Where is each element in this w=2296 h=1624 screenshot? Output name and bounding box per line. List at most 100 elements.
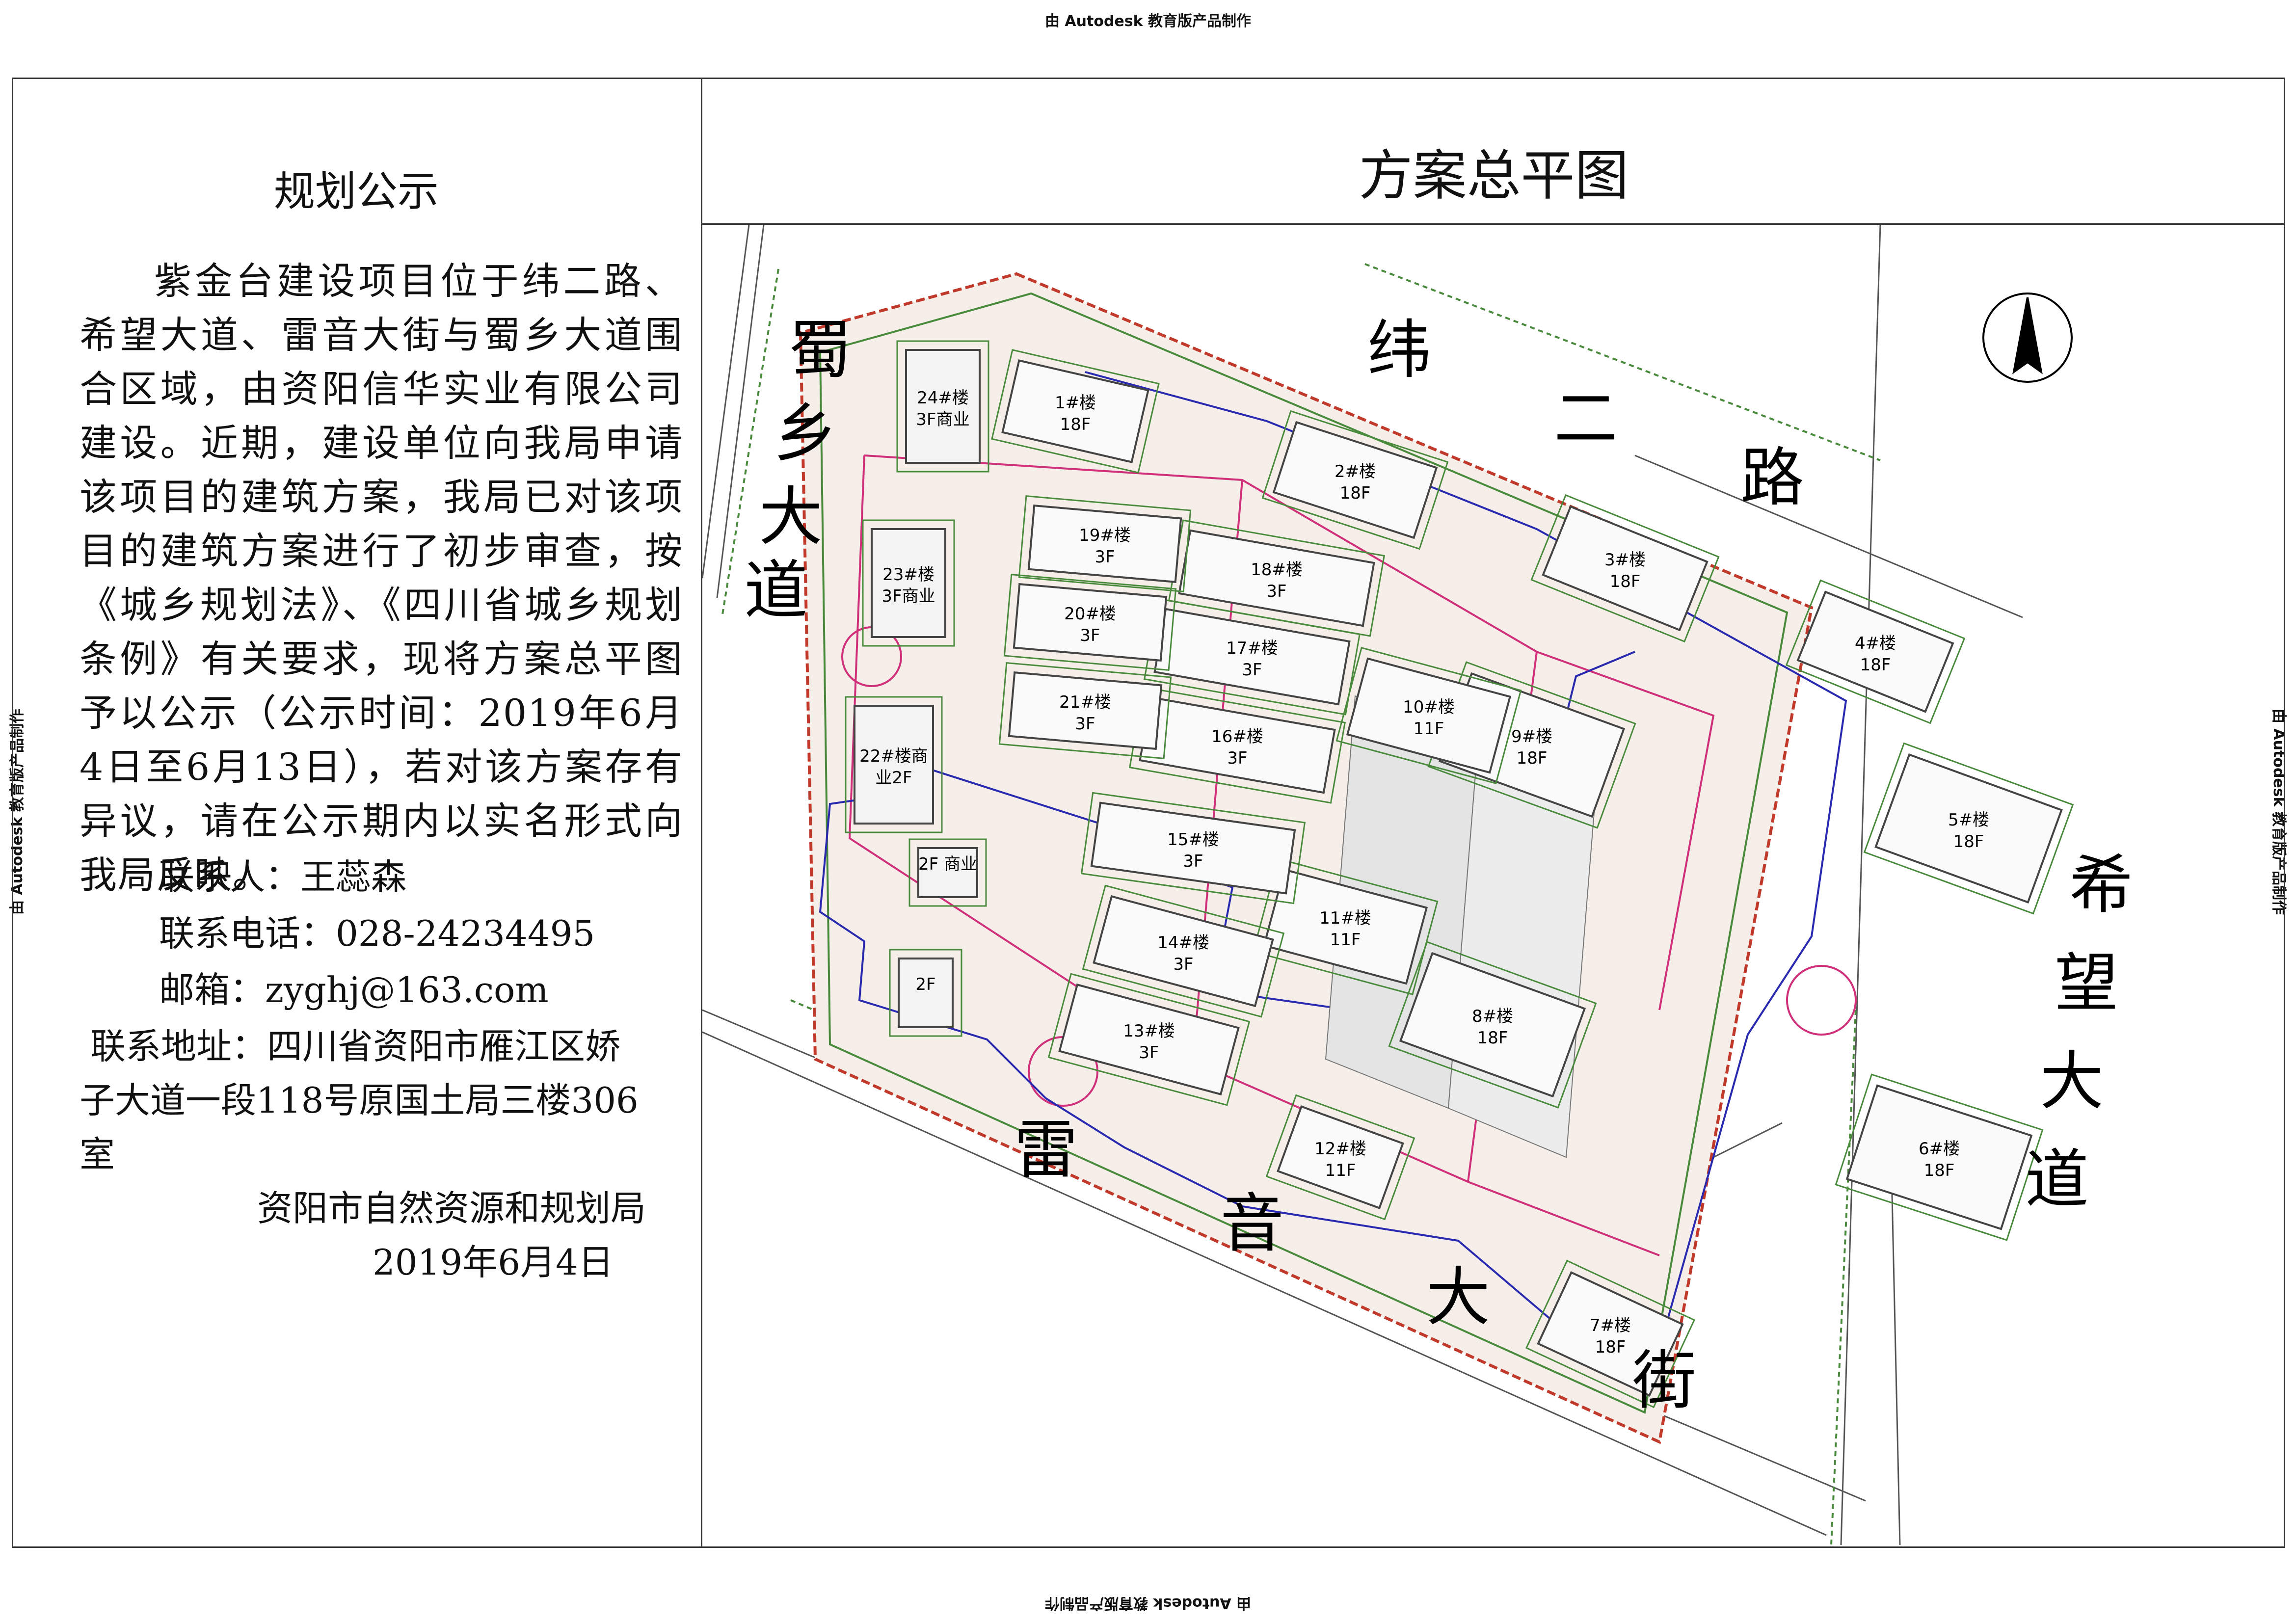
road-label-west: 大 [759,479,823,554]
building-floors: 18F [1610,572,1641,591]
building-label: 9#楼 [1511,727,1552,746]
building-green-border [1047,973,1251,1106]
plan-title: 方案总平图 [1359,144,1629,207]
building-footprint [898,958,954,1028]
road-label-east: 大 [2040,1044,2104,1118]
building-footprint [1537,1271,1684,1397]
road-label-south: 音 [1220,1186,1284,1261]
building-green-border [845,696,943,833]
road-label-north: 纬 [1367,313,1431,387]
road-label-west: 道 [744,553,808,628]
building-footprint [1399,952,1586,1098]
building-floors: 3F [1095,547,1115,567]
watermark-top: 由 Autodesk 教育版产品制作 [1044,13,1252,30]
building-21 [998,662,1172,759]
building-green-border [1252,858,1439,995]
building-floors: 3F [1139,1043,1159,1063]
building-label: 21#楼 [1059,692,1111,712]
building-floors: 18F [1860,655,1891,675]
building-7 [1525,1259,1696,1409]
building-label: 18#楼 [1251,560,1303,580]
building-footprint [917,847,978,898]
building-floors: 18F [1595,1337,1626,1357]
building-floors: 18F [1477,1028,1508,1048]
building-20 [1003,574,1177,671]
building-green-border [998,662,1172,759]
building-green-border [1530,494,1720,643]
building-footprint [854,705,934,825]
building-floors: 3F商业 [881,586,935,606]
building-label: 24#楼 [917,388,969,408]
notice-address-line1: 联系地址：四川省资阳市雁江区娇 [90,1026,621,1067]
building-floors: 3F [1266,582,1286,601]
building-floors: 3F [1227,748,1247,768]
building-label: 15#楼 [1167,830,1219,850]
building-label: 19#楼 [1079,526,1131,545]
building-green-border [862,519,955,647]
building-green-border [896,340,989,473]
building-label: 7#楼 [1590,1316,1631,1335]
building-green-border [1082,884,1285,1018]
road-label-south: 雷 [1014,1113,1078,1187]
building-green-border [908,838,987,907]
notice-panel: 规划公示 紫金台建设项目位于纬二路、希望大道、雷音大街与蜀乡大道围合区域，由资阳… [12,78,701,1548]
notice-date: 2019年6月4日 [373,1242,614,1283]
building-label: 2#楼 [1335,462,1376,481]
road-label-north: 路 [1740,440,1804,515]
building-green-border [1863,742,2074,915]
building-label: 22#楼商 [859,746,928,766]
building-footprint [1796,590,1954,713]
building-footprint [1058,983,1240,1096]
building-floors: 3F [1080,626,1100,645]
building-floors: 3F [1075,714,1095,734]
building-label: 20#楼 [1064,604,1116,624]
building-floors: 18F [1060,415,1091,434]
road-label-north: 二 [1554,381,1618,456]
building-8 [1388,941,1597,1109]
building-14 [1082,884,1285,1018]
building-label: 23#楼 [882,565,934,585]
building-label: 1#楼 [1055,393,1096,413]
building-green-border [1525,1259,1696,1409]
road-label-east: 希 [2069,848,2133,922]
building-label: 14#楼 [1157,933,1209,953]
notice-title: 规划公示 [273,167,439,215]
drawing-frame [12,78,2285,1548]
building-footprint [1027,505,1182,583]
plan-title-rule [702,223,2285,225]
road-label-south: 街 [1632,1343,1696,1418]
building-25 [908,838,987,907]
building-footprint [905,349,981,464]
building-green-border [889,949,962,1037]
building-12 [1265,1094,1415,1221]
building-floors: 3F商业 [916,410,969,429]
building-footprint [1090,801,1296,895]
building-6 [1835,1073,2044,1241]
building-floors: 业2F [875,768,912,788]
building-5 [1863,742,2074,915]
notice-address-line3: 室 [80,1134,115,1175]
building-footprint [1845,1084,2033,1230]
building-floors: 3F [1242,660,1262,680]
road-label-west: 乡 [774,396,837,471]
building-footprint [1272,421,1438,539]
building-label: 2F 商业 [918,854,977,874]
building-10 [1335,647,1522,784]
building-green-border [1261,410,1449,550]
building-label: 8#楼 [1472,1007,1513,1026]
building-13 [1047,973,1251,1106]
building-floors: 11F [1330,930,1361,950]
notice-address-line2: 子大道一段118号原国土局三楼306 [80,1080,639,1121]
building-footprint [1874,753,2063,904]
building-19 [1018,495,1192,592]
building-23 [862,519,955,647]
building-footprint [1178,529,1375,627]
building-floors: 11F [1325,1161,1356,1180]
building-2 [1261,410,1449,550]
building-label: 4#楼 [1855,634,1896,653]
notice-body: 紫金台建设项目位于纬二路、希望大道、雷音大街与蜀乡大道围合区域，由资阳信华实业有… [80,259,683,897]
road-label-east: 望 [2055,946,2118,1020]
building-floors: 18F [1924,1161,1955,1180]
building-11 [1252,858,1439,995]
building-label: 11#楼 [1319,908,1371,928]
